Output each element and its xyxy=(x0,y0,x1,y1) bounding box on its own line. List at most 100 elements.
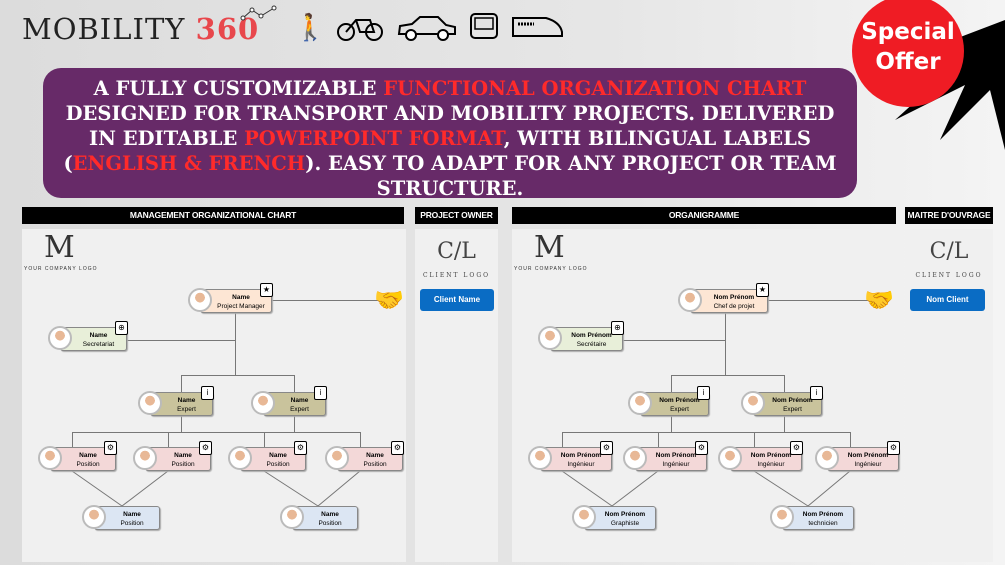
node-name: Name xyxy=(79,452,97,459)
node-role: Secretariat xyxy=(82,341,115,348)
avatar xyxy=(188,288,212,312)
chart-header: MANAGEMENT ORGANIZATIONAL CHART xyxy=(22,207,404,224)
connector-line xyxy=(754,432,755,447)
avatar xyxy=(138,391,162,415)
node-name: Nom Prénom xyxy=(604,511,646,518)
connector-line xyxy=(360,432,361,447)
connector-line xyxy=(671,375,784,376)
node-role: Ingénieur xyxy=(567,461,595,468)
node-role: Ingénieur xyxy=(757,461,785,468)
banner-text: A fully customizable xyxy=(93,77,384,100)
node-role: Graphiste xyxy=(610,520,640,527)
node-name: Nom Prénom xyxy=(655,452,697,459)
connector-line xyxy=(181,375,182,392)
node-name: Name xyxy=(232,294,250,301)
client-name-button[interactable]: Nom Client xyxy=(910,289,985,311)
avatar xyxy=(228,446,252,470)
connector-line xyxy=(784,416,785,432)
node-name: Nom Prénom xyxy=(713,294,755,301)
node-role: Ingénieur xyxy=(854,461,882,468)
client-logo-text: CLIENT LOGO xyxy=(422,272,491,279)
avatar xyxy=(325,446,349,470)
avatar xyxy=(82,505,106,529)
node-name: Nom Prénom xyxy=(750,452,792,459)
banner-text: designed for transport and mobility proj… xyxy=(65,102,835,150)
role-badge-icon: ★ xyxy=(260,283,273,297)
connector-line xyxy=(181,375,294,376)
car-icon xyxy=(398,16,457,41)
owner-panel xyxy=(905,229,993,562)
node-role: Position xyxy=(120,520,144,527)
role-badge-icon: i xyxy=(697,386,710,400)
connector-line xyxy=(725,312,726,375)
avatar xyxy=(741,391,765,415)
role-badge-icon: i xyxy=(201,386,214,400)
walk-icon: 🚶 xyxy=(294,12,327,42)
connector-line xyxy=(658,432,659,447)
role-badge-icon: ⊕ xyxy=(611,321,624,335)
company-logo-text: YOUR COMPANY LOGO xyxy=(24,266,98,272)
banner-text: ). Easy to adapt for any project or team… xyxy=(305,152,837,200)
bus-icon xyxy=(470,13,499,39)
node-name: Nom Prénom xyxy=(571,332,612,339)
org-node-card[interactable]: Nom Prénom technicien xyxy=(782,506,854,530)
avatar xyxy=(251,391,275,415)
node-role: Expert xyxy=(783,406,802,413)
node-role: Position xyxy=(266,461,290,468)
role-badge-icon: ⚙ xyxy=(391,441,404,455)
node-name: Nom Prénom xyxy=(659,397,700,404)
avatar xyxy=(48,326,72,350)
banner-highlight: functional organization chart xyxy=(383,77,807,100)
node-name: Nom Prénom xyxy=(802,511,844,518)
brand-logo: MOBILITY 360 xyxy=(22,12,259,46)
handshake-icon: 🤝 xyxy=(864,287,894,314)
avatar xyxy=(280,505,304,529)
connector-line xyxy=(762,300,872,301)
role-badge-icon: ⚙ xyxy=(199,441,212,455)
connector-line xyxy=(264,432,265,447)
connector-line xyxy=(671,375,672,392)
avatar xyxy=(528,446,552,470)
node-name: Name xyxy=(269,452,287,459)
node-role: Position xyxy=(363,461,387,468)
avatar xyxy=(678,288,702,312)
connector-line xyxy=(784,375,785,392)
connector-line xyxy=(671,416,672,432)
train-icon xyxy=(512,17,564,37)
node-role: technicien xyxy=(808,520,838,527)
node-name: Nom Prénom xyxy=(560,452,602,459)
role-badge-icon: ⚙ xyxy=(695,441,708,455)
node-role: Expert xyxy=(290,406,309,413)
node-role: Expert xyxy=(177,406,196,413)
banner-text: , with bilingual labels ( xyxy=(63,127,811,175)
role-badge-icon: ⚙ xyxy=(790,441,803,455)
connector-line xyxy=(294,375,295,392)
node-name: Name xyxy=(321,511,339,518)
node-name: Name xyxy=(177,397,196,404)
role-badge-icon: ⚙ xyxy=(294,441,307,455)
role-badge-icon: ⚙ xyxy=(600,441,613,455)
node-role: Project Manager xyxy=(217,303,265,310)
company-logo-text: YOUR COMPANY LOGO xyxy=(514,266,588,272)
avatar xyxy=(623,446,647,470)
node-name: Name xyxy=(123,511,141,518)
node-name: Name xyxy=(366,452,384,459)
node-name: Name xyxy=(290,397,309,404)
node-name: Name xyxy=(174,452,192,459)
connector-line xyxy=(127,340,235,341)
brand-number: 360 xyxy=(195,12,260,46)
connector-line xyxy=(235,312,236,375)
connector-line xyxy=(168,432,169,447)
brand-name: MOBILITY xyxy=(22,12,186,46)
bicycle-icon xyxy=(337,19,384,41)
node-role: Expert xyxy=(670,406,689,413)
client-name-button[interactable]: Client Name xyxy=(420,289,494,311)
